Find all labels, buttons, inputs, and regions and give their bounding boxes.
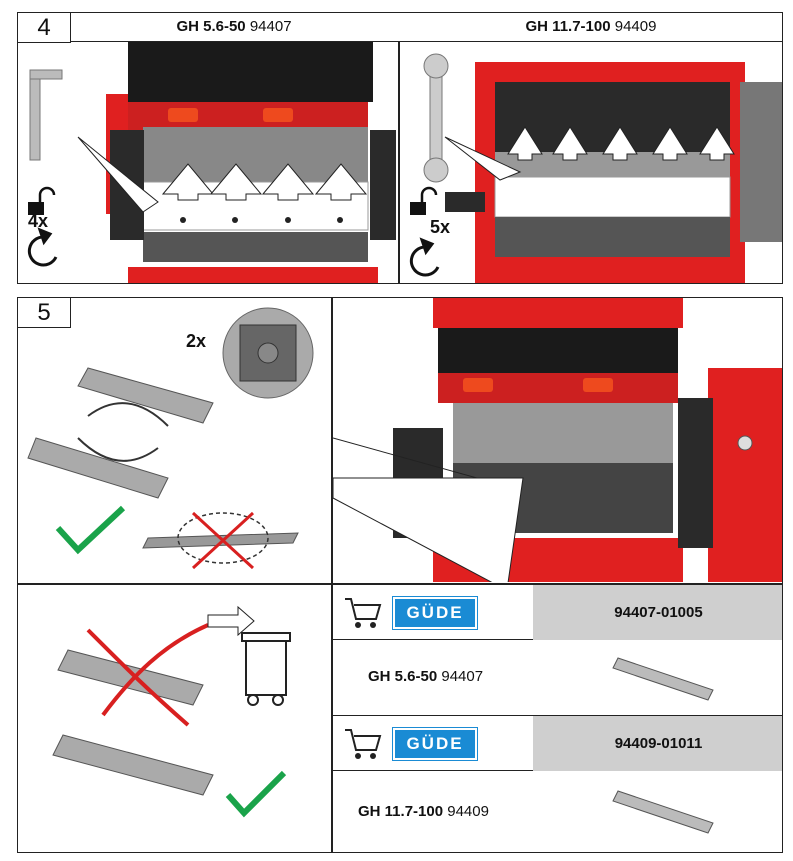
model-name: GH 11.7-100 bbox=[358, 803, 444, 820]
step4-panel: 4 GH 5.6-50 94407 GH 11.7-100 94409 bbox=[17, 12, 783, 284]
rotate-arrow-icon bbox=[87, 402, 169, 427]
step4-right-model: GH 11.7-100 bbox=[525, 18, 611, 35]
step4-right-illustration bbox=[409, 53, 782, 283]
model-article: 94407 bbox=[441, 668, 484, 685]
blade-icon bbox=[77, 367, 214, 424]
step4-right-article: 94409 bbox=[614, 18, 657, 35]
part-row: GÜDE 94409-01011 bbox=[333, 716, 782, 771]
model-name: GH 5.6-50 bbox=[368, 668, 438, 685]
model-row: GH 5.6-50 94407 bbox=[333, 640, 782, 716]
step4-left-article: 94407 bbox=[249, 18, 292, 35]
step4-right-count: 5x bbox=[430, 217, 451, 237]
shopping-cart-icon[interactable] bbox=[343, 593, 383, 633]
step5-number: 5 bbox=[18, 298, 71, 328]
spare-parts-table: GÜDE 94407-01005 GH 5.6-50 94407 GÜDE 94… bbox=[333, 585, 782, 852]
blade-icon bbox=[27, 437, 169, 499]
step4-left-count: 4x bbox=[28, 211, 49, 231]
allen-key-icon bbox=[29, 69, 63, 161]
rotate-counterclockwise-icon bbox=[27, 227, 58, 267]
step5-machine-illustration bbox=[333, 298, 782, 582]
part-row: GÜDE 94407-01005 bbox=[333, 585, 782, 640]
brand-logo: GÜDE bbox=[392, 727, 478, 761]
model-article: 94409 bbox=[447, 803, 489, 820]
rotate-arrow-icon bbox=[77, 437, 159, 462]
arrow-into-bin-icon bbox=[207, 605, 255, 637]
step4-left-model: GH 5.6-50 bbox=[176, 18, 246, 35]
wrong-flip-icon bbox=[142, 511, 299, 570]
blade-rotation-illustration bbox=[27, 307, 314, 570]
step4-right-header: GH 11.7-100 94409 bbox=[398, 13, 782, 42]
unlock-icon bbox=[410, 186, 438, 215]
worn-blade-icon bbox=[57, 649, 204, 706]
blade-icon bbox=[612, 790, 714, 834]
brand-logo: GÜDE bbox=[392, 596, 478, 630]
rotate-counterclockwise-icon bbox=[409, 237, 440, 277]
step5-panel: 5 2x bbox=[17, 297, 783, 853]
blade-disposal-illustration bbox=[52, 605, 291, 818]
new-blade-icon bbox=[52, 734, 214, 796]
step5-mount-count: 2x bbox=[186, 331, 207, 351]
step4-left-header: GH 5.6-50 94407 bbox=[70, 13, 399, 42]
part-number: 94409-01011 bbox=[533, 716, 782, 771]
blade-icon bbox=[612, 657, 714, 701]
bolt-arrow-group bbox=[161, 163, 368, 201]
trash-bin-icon bbox=[241, 632, 291, 706]
wrench-icon bbox=[423, 53, 449, 183]
cross-icon bbox=[86, 623, 209, 727]
part-number: 94407-01005 bbox=[533, 585, 782, 640]
unlock-icon bbox=[28, 186, 56, 215]
step4-left-illustration bbox=[27, 42, 396, 283]
check-icon bbox=[225, 770, 287, 818]
check-icon bbox=[55, 505, 126, 555]
shopping-cart-icon[interactable] bbox=[343, 724, 383, 764]
mounting-disc-icon bbox=[222, 307, 314, 399]
step4-number: 4 bbox=[18, 13, 71, 43]
model-row: GH 11.7-100 94409 bbox=[333, 771, 782, 852]
